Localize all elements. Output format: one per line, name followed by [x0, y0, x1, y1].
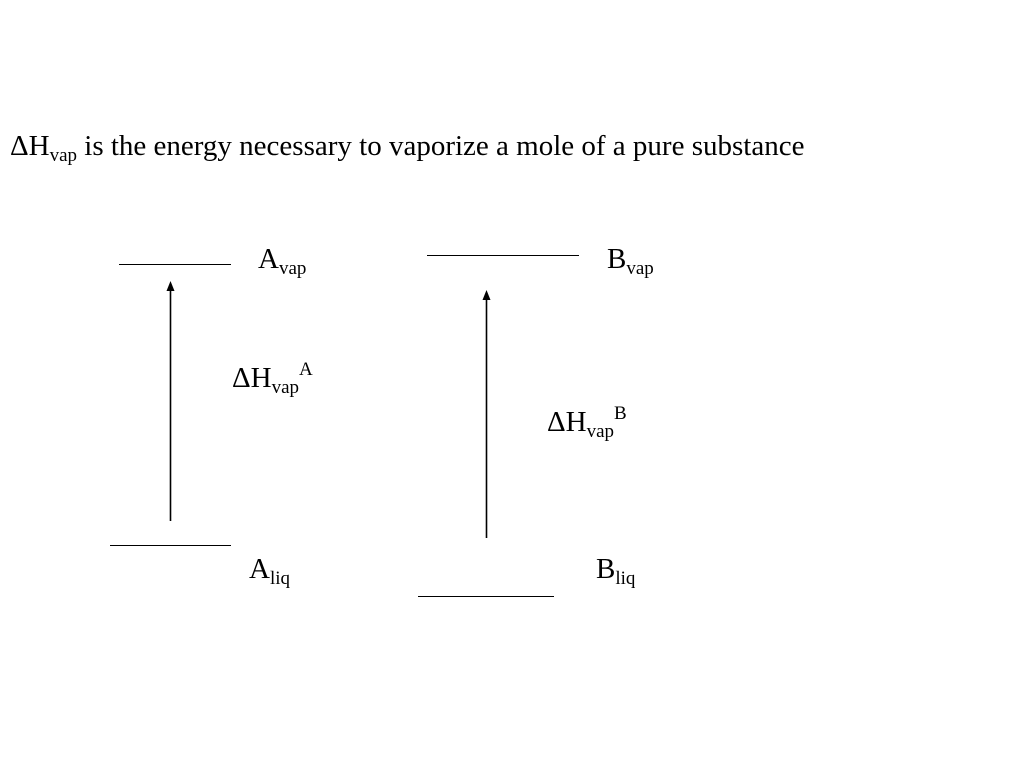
a-enthalpy-label-base: ΔH [232, 362, 272, 394]
a-vapor-label: Avap [258, 241, 307, 279]
a-vapor-label-base: A [258, 243, 279, 275]
a-vapor-level-line [119, 264, 231, 265]
b-enthalpy-label-base: ΔH [547, 406, 587, 438]
delta-h-symbol: ΔH [10, 130, 50, 162]
a-liquid-label-base: A [249, 553, 270, 585]
a-vaporization-arrow [166, 281, 175, 521]
b-enthalpy-label: ΔHvapB [547, 403, 627, 442]
b-vapor-label-base: B [607, 243, 627, 275]
a-enthalpy-label-sub: vap [271, 377, 300, 398]
vap-subscript: vap [49, 145, 78, 166]
b-liquid-label: Bliq [596, 551, 636, 589]
b-enthalpy-label-sub: vap [586, 421, 615, 442]
b-vapor-label-sub: vap [626, 258, 654, 279]
definition-sentence: is the energy necessary to vaporize a mo… [77, 130, 805, 162]
a-vapor-label-sub: vap [278, 258, 307, 279]
b-liquid-label-sub: liq [615, 568, 636, 589]
a-enthalpy-label: ΔHvapA [232, 359, 313, 398]
b-vapor-level-line [427, 255, 579, 256]
b-vapor-label: Bvap [607, 241, 654, 279]
a-enthalpy-label-sup: A [299, 359, 313, 380]
b-liquid-label-base: B [596, 553, 616, 585]
b-vaporization-arrow [482, 290, 491, 538]
b-liquid-level-line [418, 596, 554, 597]
a-liquid-label: Aliq [249, 551, 291, 589]
b-enthalpy-label-sup: B [614, 403, 627, 424]
a-liquid-label-sub: liq [269, 568, 291, 589]
a-liquid-level-line [110, 545, 231, 546]
definition-text: ΔHvap is the energy necessary to vaporiz… [10, 128, 805, 166]
